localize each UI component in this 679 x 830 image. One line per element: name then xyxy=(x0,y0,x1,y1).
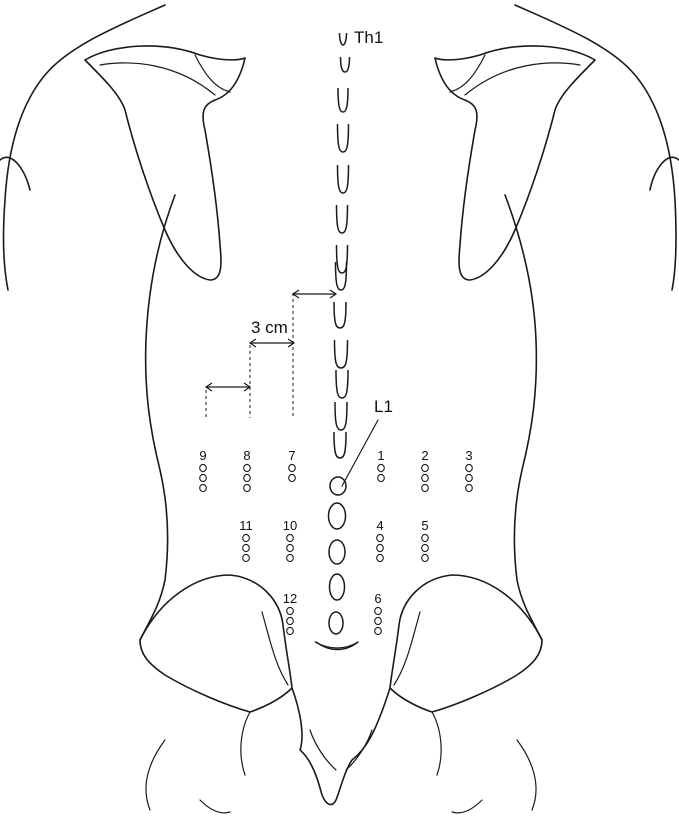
point-marker xyxy=(378,474,385,481)
point-marker xyxy=(244,464,251,471)
point-3: 3 xyxy=(465,448,472,492)
point-number-label: 2 xyxy=(421,448,428,463)
th1-label: Th1 xyxy=(354,28,383,47)
point-marker xyxy=(287,534,294,541)
point-marker xyxy=(200,484,207,491)
point-2: 2 xyxy=(421,448,428,492)
point-marker xyxy=(422,544,429,551)
point-marker xyxy=(466,474,473,481)
point-12: 12 xyxy=(283,591,297,635)
point-marker xyxy=(377,554,384,561)
left-torso-side xyxy=(140,195,175,640)
point-9: 9 xyxy=(199,448,206,492)
thoracic-vertebra xyxy=(334,302,346,328)
point-8: 8 xyxy=(243,448,250,492)
point-marker xyxy=(243,554,250,561)
thoracic-vertebra xyxy=(335,402,347,430)
point-10: 10 xyxy=(283,518,297,562)
left-scapula xyxy=(85,46,245,280)
spacing-label: 3 cm xyxy=(251,318,288,337)
point-marker xyxy=(422,534,429,541)
point-number-label: 7 xyxy=(288,448,295,463)
right-arm-outline xyxy=(515,5,676,290)
point-1: 1 xyxy=(377,448,384,482)
arrow-1 xyxy=(206,383,250,391)
left-arm-inner xyxy=(0,157,30,190)
point-marker xyxy=(287,617,294,624)
lumbar-vertebra xyxy=(329,540,345,564)
point-marker xyxy=(244,484,251,491)
thoracic-vertebra xyxy=(336,370,348,398)
point-marker xyxy=(466,464,473,471)
left-arm-outline xyxy=(4,5,165,290)
point-4: 4 xyxy=(376,518,383,562)
point-number-label: 3 xyxy=(465,448,472,463)
arrow-3 xyxy=(293,290,336,298)
thoracic-vertebra xyxy=(341,57,350,72)
right-scapula xyxy=(435,46,595,280)
sacrum xyxy=(292,688,390,805)
point-marker xyxy=(422,554,429,561)
l1-label: L1 xyxy=(374,397,393,416)
point-number-label: 9 xyxy=(199,448,206,463)
point-6: 6 xyxy=(374,591,381,635)
point-number-label: 10 xyxy=(283,518,297,533)
pelvis xyxy=(140,575,542,813)
thoracic-vertebra xyxy=(337,205,348,233)
point-marker xyxy=(289,474,296,481)
point-marker xyxy=(377,534,384,541)
body-outline xyxy=(0,5,679,640)
point-number-label: 8 xyxy=(243,448,250,463)
point-marker xyxy=(244,474,251,481)
right-torso-side xyxy=(505,195,542,640)
measurement-guides: 3 cm xyxy=(206,290,336,418)
point-marker xyxy=(243,534,250,541)
thoracic-vertebra xyxy=(340,33,347,45)
point-marker xyxy=(422,484,429,491)
lumbar-vertebra xyxy=(329,612,343,634)
arrow-2 xyxy=(250,339,294,347)
lumbar-vertebra xyxy=(330,574,345,600)
thoracic-vertebra xyxy=(334,432,346,458)
point-marker xyxy=(287,627,294,634)
point-number-label: 11 xyxy=(239,518,253,533)
point-5: 5 xyxy=(421,518,428,562)
point-marker xyxy=(378,464,385,471)
spine xyxy=(316,33,358,650)
point-marker xyxy=(377,544,384,551)
right-arm-inner xyxy=(650,157,679,190)
point-number-label: 12 xyxy=(283,591,297,606)
l1-pointer-line xyxy=(342,420,378,486)
point-11: 11 xyxy=(239,518,253,562)
point-number-label: 1 xyxy=(377,448,384,463)
point-marker xyxy=(289,464,296,471)
point-number-label: 4 xyxy=(376,518,383,533)
point-number-label: 5 xyxy=(421,518,428,533)
point-marker xyxy=(243,544,250,551)
point-marker xyxy=(375,617,382,624)
point-marker xyxy=(422,464,429,471)
point-marker xyxy=(287,544,294,551)
point-marker xyxy=(200,464,207,471)
point-number-label: 6 xyxy=(374,591,381,606)
point-marker xyxy=(422,474,429,481)
point-marker xyxy=(200,474,207,481)
thoracic-vertebra xyxy=(338,88,348,112)
thoracic-vertebra xyxy=(338,165,349,193)
point-marker xyxy=(375,627,382,634)
point-7: 7 xyxy=(288,448,295,482)
point-marker xyxy=(287,554,294,561)
thoracic-vertebra xyxy=(338,124,349,152)
point-marker xyxy=(287,607,294,614)
lumbar-vertebra xyxy=(330,477,346,495)
point-marker xyxy=(375,607,382,614)
lumbar-vertebra xyxy=(329,503,346,529)
point-marker xyxy=(466,484,473,491)
thoracic-vertebra xyxy=(335,340,348,368)
